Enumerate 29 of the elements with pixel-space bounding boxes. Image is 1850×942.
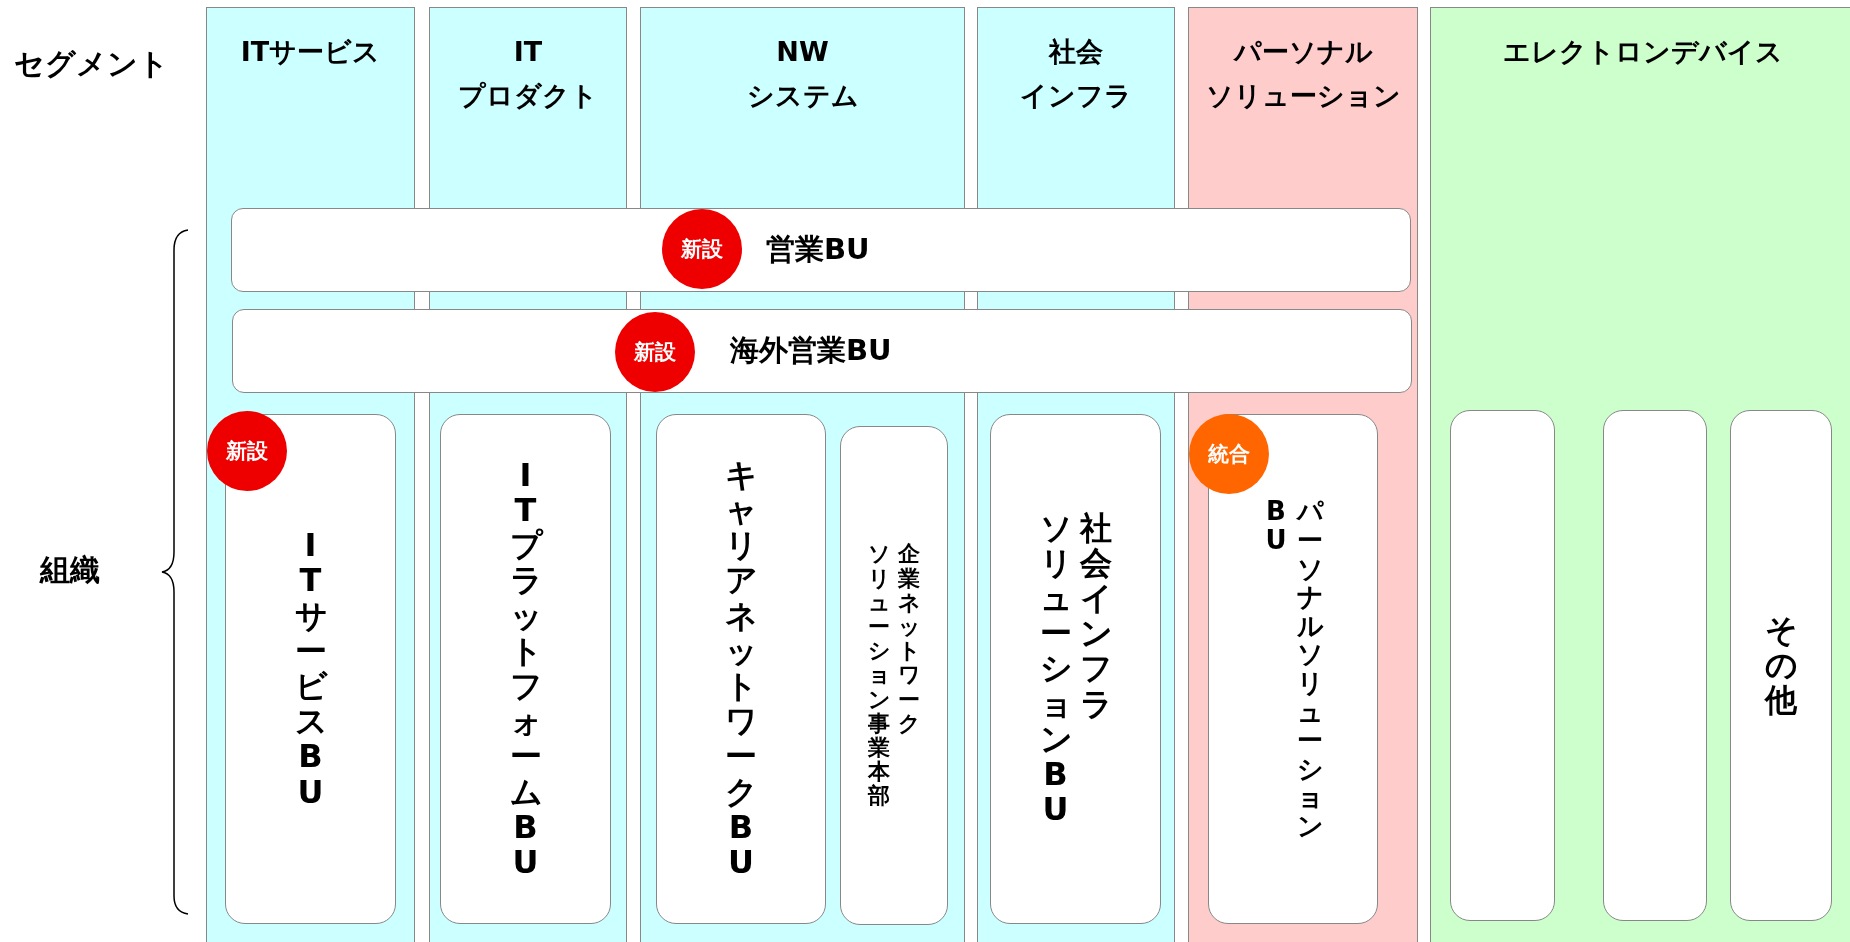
business-unit-box: [225, 414, 396, 924]
business-unit-box: [1208, 414, 1378, 924]
vertical-label: ITプラットフォームBU: [509, 457, 542, 881]
row-label: セグメント: [14, 45, 169, 83]
business-unit-box: [1730, 410, 1832, 921]
bar-label: 営業BU: [766, 231, 870, 268]
segment-column: [1430, 7, 1850, 942]
vertical-label: その他: [1765, 612, 1797, 719]
vertical-label: 社会インフラソリューションBU: [1039, 510, 1112, 828]
column-header: エレクトロンデバイス: [1501, 35, 1784, 69]
business-unit-box: [440, 414, 611, 924]
row-label: 組織: [40, 551, 100, 589]
column-header: ITプロダクト: [457, 35, 599, 113]
vertical-label: キャリアネットワークBU: [725, 457, 757, 881]
business-unit-box: [840, 426, 948, 925]
column-header: NWシステム: [745, 35, 860, 113]
bar-label: 海外営業BU: [730, 332, 892, 369]
vertical-label: ITサービスBU: [294, 528, 327, 810]
vertical-label: 企業ネットワークソリューション事業本部: [868, 542, 920, 809]
organization-bar: [231, 208, 1411, 292]
column-header: パーソナルソリューション: [1204, 35, 1402, 113]
organization-bar: [232, 309, 1412, 393]
vertical-label: パーソナルソリューションBU: [1264, 497, 1323, 841]
business-unit-box: [1450, 410, 1555, 921]
business-unit-box: [990, 414, 1161, 924]
business-unit-box: [656, 414, 826, 924]
column-header: ITサービス: [239, 35, 382, 69]
column-header: 社会インフラ: [1019, 35, 1133, 113]
business-unit-box: [1603, 410, 1707, 921]
